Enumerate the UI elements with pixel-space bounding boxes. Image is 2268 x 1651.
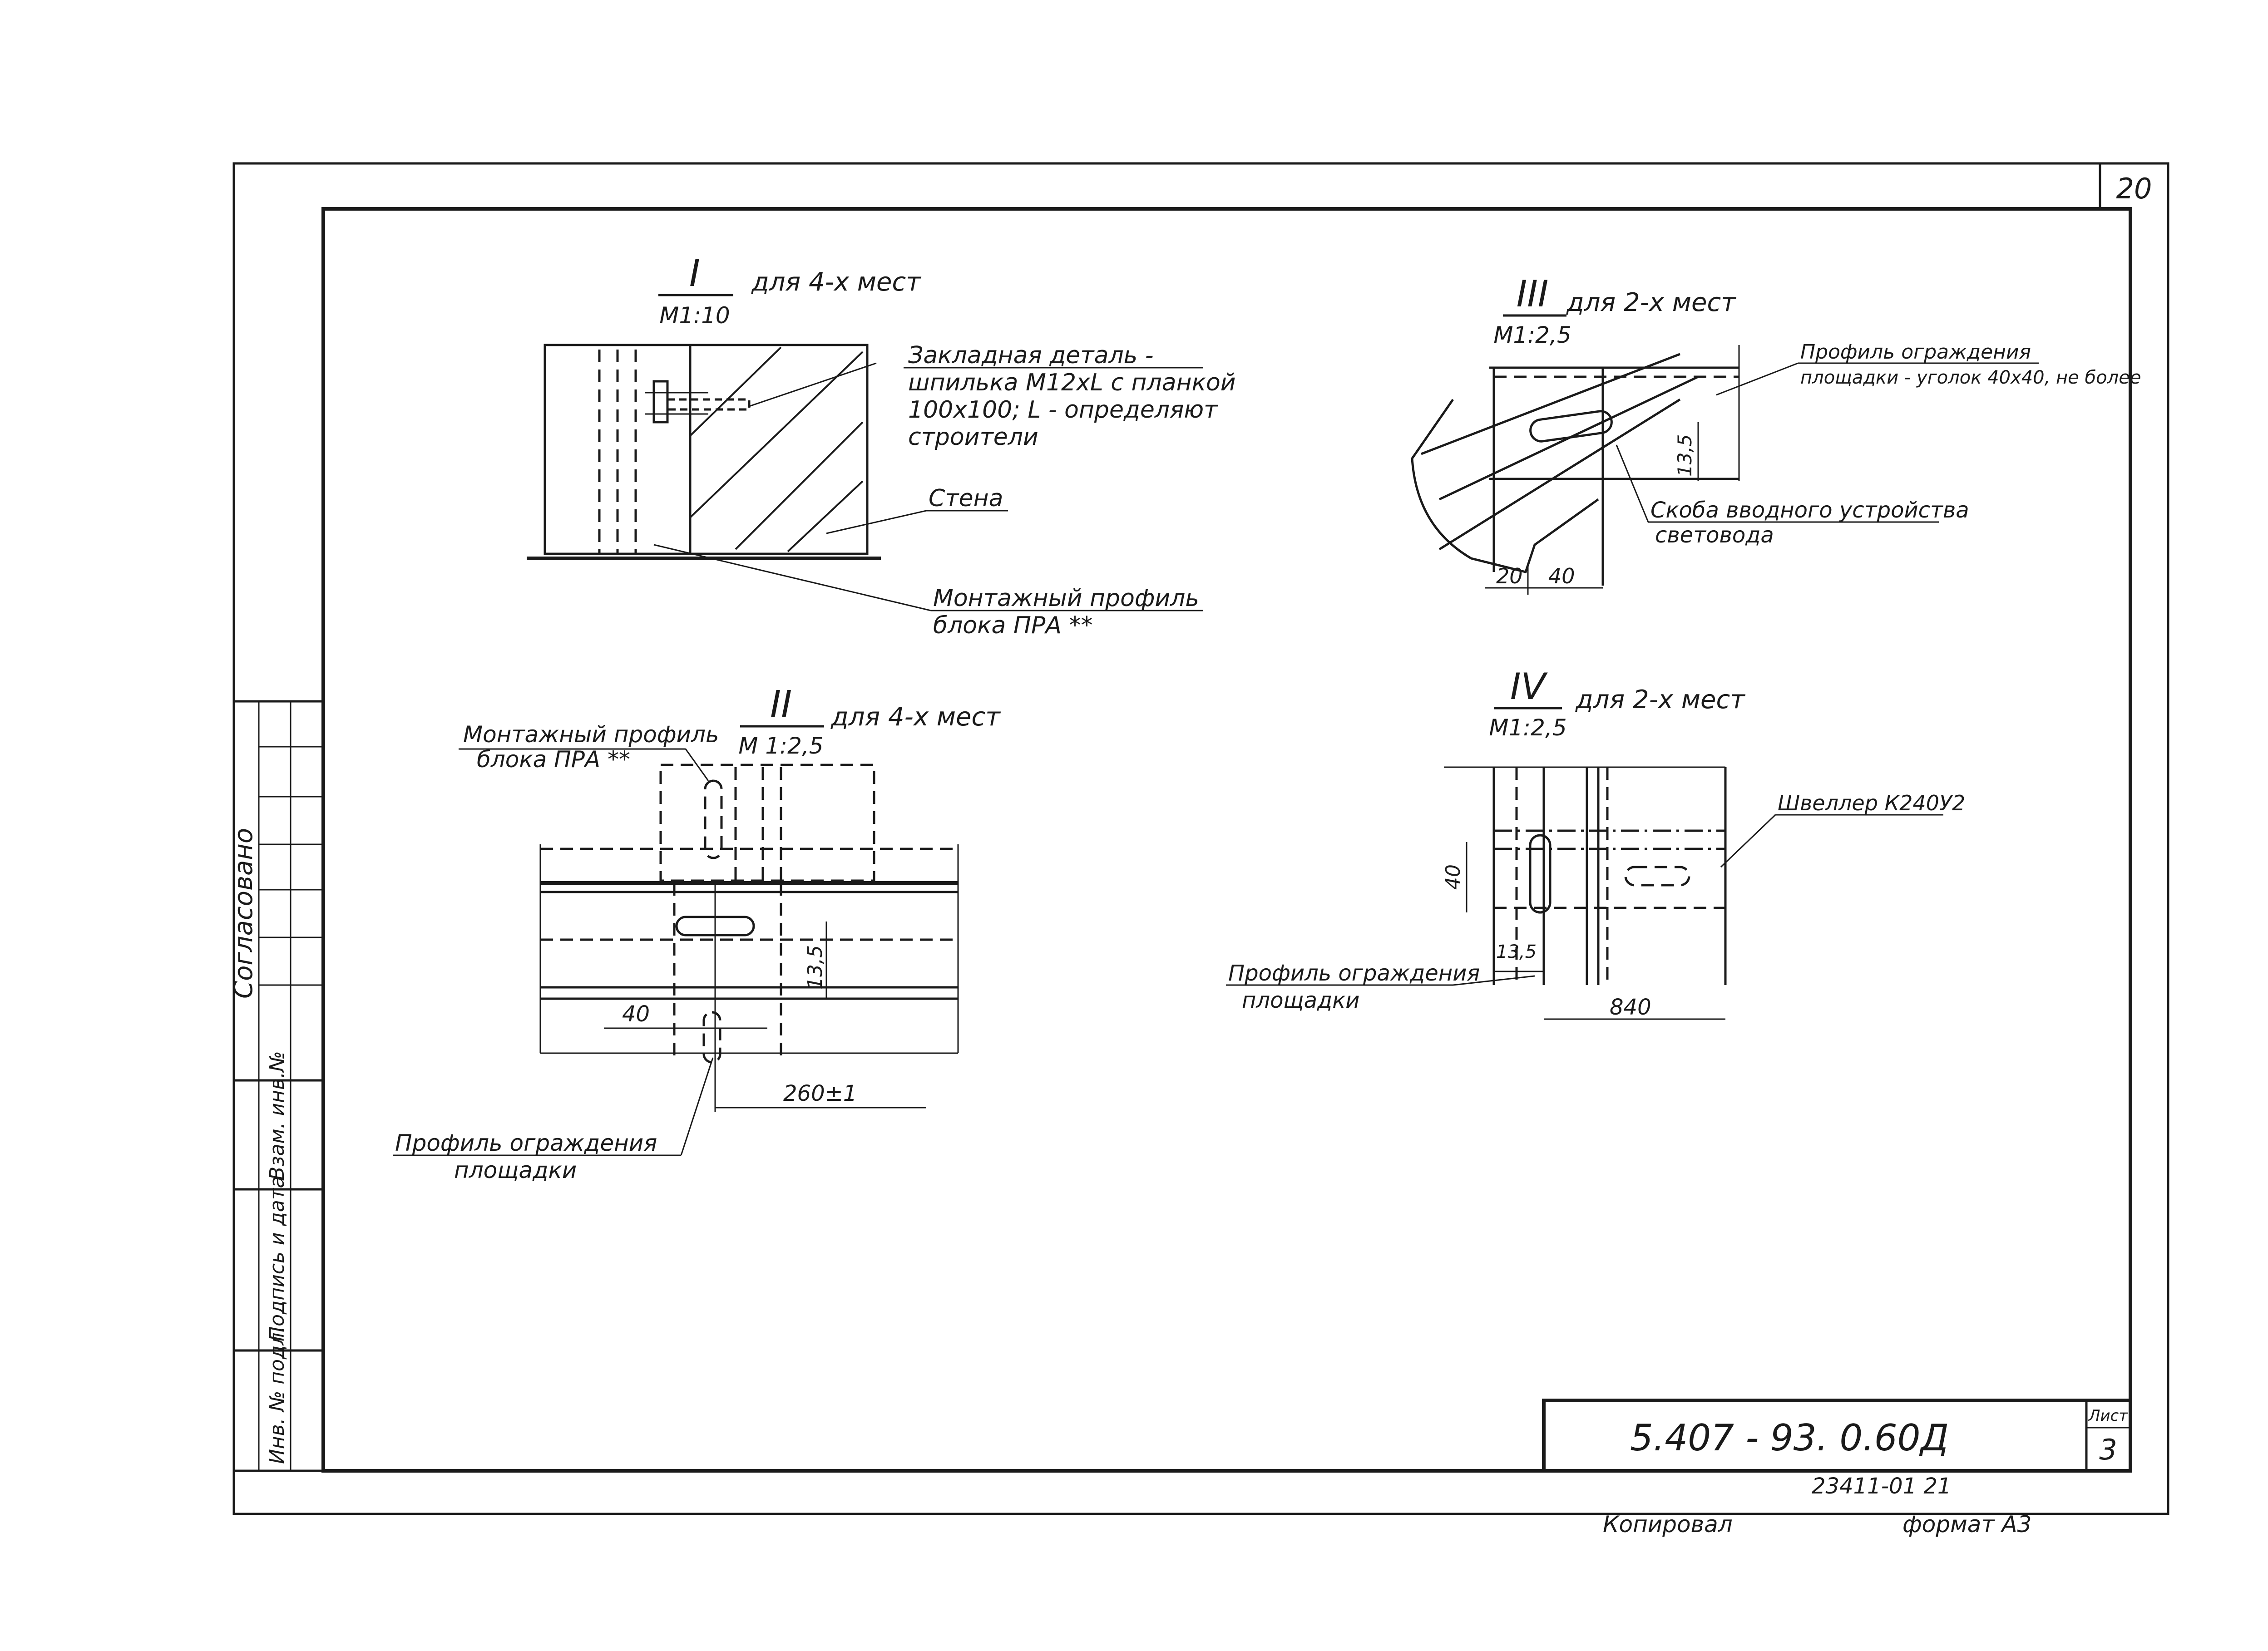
view-4: IV М1:2,5 для 2-х мест 40 13,5 840 Швелл… (1226, 665, 1965, 1020)
replacement-inv-label: Взам. инв.№ (266, 1051, 289, 1180)
view-1: I М1:10 для 4-х мест Закладная деталь - … (527, 252, 1236, 639)
view-4-channel-label: Швеллер К240У2 (1778, 791, 1965, 815)
view-2-dim-40: 40 (622, 1001, 650, 1027)
view-4-dim-135: 13,5 (1496, 941, 1537, 962)
page-number-box: 20 (2099, 163, 2152, 209)
view-3-bracket-line-2: световода (1655, 522, 1774, 548)
view-3: III М1:2,5 для 2-х мест 20 40 13,5 Профи… (1411, 273, 2141, 595)
view-4-header: IV М1:2,5 для 2-х мест (1489, 665, 1745, 741)
view-2-scale: М 1:2,5 (738, 733, 823, 759)
view-3-guard-line-1: Профиль ограждения (1800, 340, 2031, 364)
view-3-guard-line-2: площадки - уголок 40х40, не более (1800, 367, 2141, 388)
view-2-note: для 4-х мест (830, 702, 1001, 732)
view-3-bracket-line-1: Скоба вводного устройства (1650, 498, 1969, 523)
view-1-profile-line-1: Монтажный профиль (933, 585, 1199, 612)
view-2-guard-line-1: Профиль ограждения (395, 1130, 657, 1156)
view-4-scale: М1:2,5 (1489, 715, 1566, 741)
view-3-dim-40: 40 (1548, 564, 1575, 588)
sheet-number: 3 (2099, 1433, 2117, 1466)
view-4-numeral: IV (1510, 665, 1548, 708)
view-2-profile-line-1: Монтажный профиль (463, 721, 719, 748)
original-inv-label: Инв. № подл. (266, 1326, 289, 1464)
view-1-numeral: I (689, 252, 700, 295)
outer-frame (232, 162, 2169, 1515)
view-4-dim-40: 40 (1442, 864, 1465, 890)
view-2-guard-line-2: площадки (454, 1157, 577, 1183)
view-3-dim-20: 20 (1496, 564, 1523, 588)
view-3-note: для 2-х мест (1566, 288, 1736, 317)
side-stamp: Согласовано Взам. инв.№ Подпись и дата И… (229, 700, 325, 1472)
agreed-label: Согласовано (229, 828, 258, 999)
view-3-header: III М1:2,5 для 2-х мест (1493, 273, 1736, 348)
view-1-header: I М1:10 для 4-х мест (658, 252, 921, 329)
view-2-header: II М 1:2,5 для 4-х мест (738, 683, 1001, 759)
view-1-note: для 4-х мест (751, 267, 921, 297)
inner-frame (321, 207, 2132, 1473)
view-2-dim-260: 260±1 (783, 1081, 857, 1106)
inventory-stamp: 23411-01 21 (1812, 1474, 1951, 1499)
view-3-dim-135: 13,5 (1674, 434, 1696, 477)
view-4-guard-line-2: площадки (1242, 988, 1359, 1013)
view-2-dim-135: 13,5 (804, 945, 827, 990)
view-4-dim-840: 840 (1610, 995, 1651, 1020)
title-block: 5.407 - 93. 0.60Д Лист 3 (1542, 1399, 2132, 1473)
view-2-numeral: II (770, 683, 792, 726)
view-3-numeral: III (1517, 273, 1549, 315)
copied-by: Копировал (1603, 1511, 1733, 1538)
page-number: 20 (2116, 172, 2152, 205)
view-2: II М 1:2,5 для 4-х мест 40 13,5 260±1 (393, 683, 1001, 1183)
view-1-embedded-line-4: строители (908, 424, 1038, 451)
view-2-profile-line-2: блока ПРА ** (477, 746, 630, 773)
view-1-scale: М1:10 (659, 302, 730, 329)
view-1-embedded-line-1: Закладная деталь - (908, 342, 1154, 369)
view-4-note: для 2-х мест (1575, 685, 1745, 715)
signature-date-label: Подпись и дата (266, 1176, 289, 1341)
view-3-scale: М1:2,5 (1493, 322, 1571, 348)
view-1-embedded-line-3: 100х100; L - определяют (908, 396, 1218, 424)
format-label: формат А3 (1902, 1511, 2031, 1538)
view-1-profile-line-2: блока ПРА ** (933, 612, 1092, 639)
view-1-embedded-line-2: шпилька М12хL с планкой (908, 369, 1236, 396)
document-code: 5.407 - 93. 0.60Д (1630, 1417, 1949, 1459)
view-4-guard-line-1: Профиль ограждения (1228, 961, 1480, 986)
sheet-label: Лист (2088, 1407, 2128, 1425)
view-1-wall-label: Стена (929, 485, 1003, 512)
